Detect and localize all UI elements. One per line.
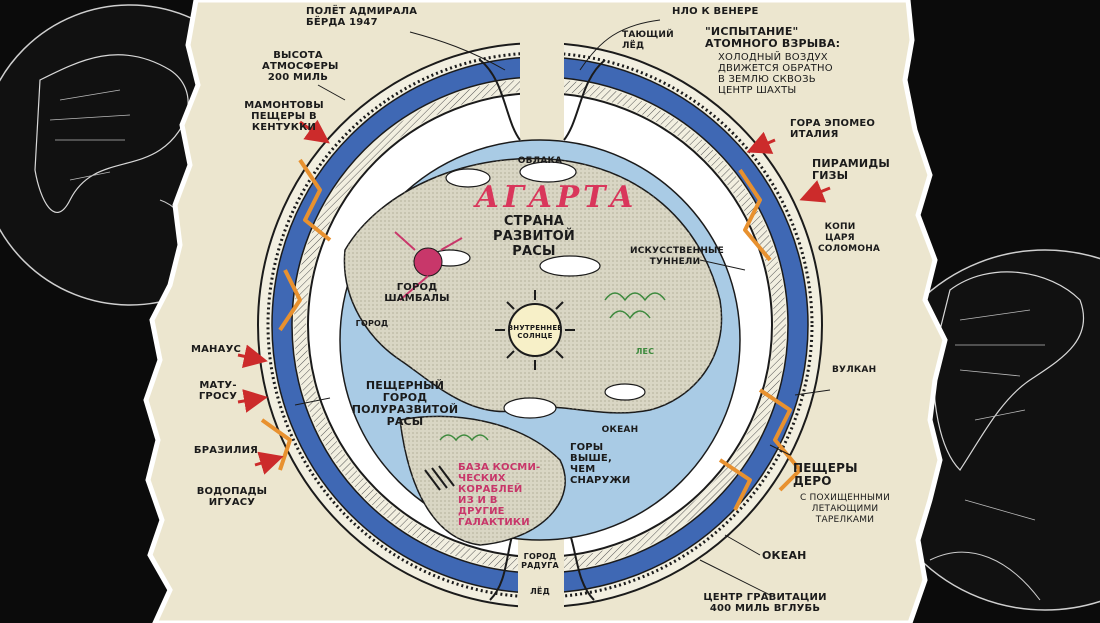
label-city: ГОРОД <box>355 319 389 328</box>
label-tunnels: ИСКУССТВЕННЫЕ ТУННЕЛИ <box>630 246 724 267</box>
label-giza-pyramids: ПИРАМИДЫ ГИЗЫ <box>812 157 890 182</box>
label-matu-grosu: МАТУ- ГРОСУ <box>198 380 238 402</box>
label-manaus: МАНАУС <box>190 344 242 355</box>
label-iguazu: ВОДОПАДЫ ИГУАСУ <box>196 486 268 508</box>
label-ice-bottom: ЛЁД <box>530 587 550 596</box>
label-dero-caves: ПЕЩЕРЫ ДЕРО <box>793 461 858 488</box>
label-melting-ice: ТАЮЩИЙ ЛЁД <box>622 30 674 51</box>
forest-icon <box>439 292 666 442</box>
label-clouds: ОБЛАКА <box>517 156 563 166</box>
label-atomic-desc: ХОЛОДНЫЙ ВОЗДУХ ДВИЖЕТСЯ ОБРАТНО В ЗЕМЛЮ… <box>718 52 833 96</box>
label-admiral-flight: ПОЛЁТ АДМИРАЛА БЁРДА 1947 <box>306 6 418 28</box>
label-shambhala: ГОРОД ШАМБАЛЫ <box>384 282 450 304</box>
label-space-base: БАЗА КОСМИ- ЧЕСКИХ КОРАБЛЕЙ ИЗ И В ДРУГИ… <box>458 462 541 528</box>
shambhala-city-icon <box>394 231 463 301</box>
spaceship-icons <box>424 465 455 491</box>
diagram-title: АГАРТА <box>475 180 638 215</box>
label-ocean-outer: ОКЕАН <box>762 549 807 562</box>
label-cave-city: ПЕЩЕРНЫЙ ГОРОД ПОЛУРАЗВИТОЙ РАСЫ <box>351 379 459 428</box>
diagram-subtitle: СТРАНА РАЗВИТОЙ РАСЫ <box>492 214 575 259</box>
label-gravity-center: ЦЕНТР ГРАВИТАЦИИ 400 МИЛЬ ВГЛУБЬ <box>703 592 827 614</box>
label-ufo-venus: НЛО К ВЕНЕРЕ <box>672 6 759 17</box>
label-dero-desc: С ПОХИЩЕННЫМИ ЛЕТАЮЩИМИ ТАРЕЛКАМИ <box>800 493 890 525</box>
label-rainbow-city: ГОРОД РАДУГА <box>521 552 559 570</box>
label-mount-epomeo: ГОРА ЭПОМЕО ИТАЛИЯ <box>790 118 876 140</box>
label-mammoth-caves: МАМОНТОВЫ ПЕЩЕРЫ В КЕНТУККИ <box>244 100 324 133</box>
leader-lines <box>294 19 831 596</box>
label-brazil: БРАЗИЛИЯ <box>193 445 259 456</box>
lava-veins <box>260 158 802 511</box>
label-atomic-test: "ИСПЫТАНИЕ" АТОМНОГО ВЗРЫВА: <box>705 25 841 50</box>
label-mountains: ГОРЫ ВЫШЕ, ЧЕМ СНАРУЖИ <box>570 442 631 486</box>
cloud-icons <box>429 161 646 419</box>
label-ocean-inner: ОКЕАН <box>601 425 639 435</box>
label-inner-sun: ВНУТРЕННЕЕ СОЛНЦЕ <box>507 324 563 340</box>
label-volcano: ВУЛКАН <box>832 365 877 375</box>
label-solomon-mines: КОПИ ЦАРЯ СОЛОМОНА <box>818 222 881 254</box>
red-arrows <box>237 119 831 475</box>
inner-sun-icon <box>495 290 575 370</box>
label-atmosphere-height: ВЫСОТА АТМОСФЕРЫ 200 МИЛЬ <box>262 50 339 83</box>
north-polar-opening <box>520 20 564 140</box>
label-forest: ЛЕС <box>635 347 655 356</box>
